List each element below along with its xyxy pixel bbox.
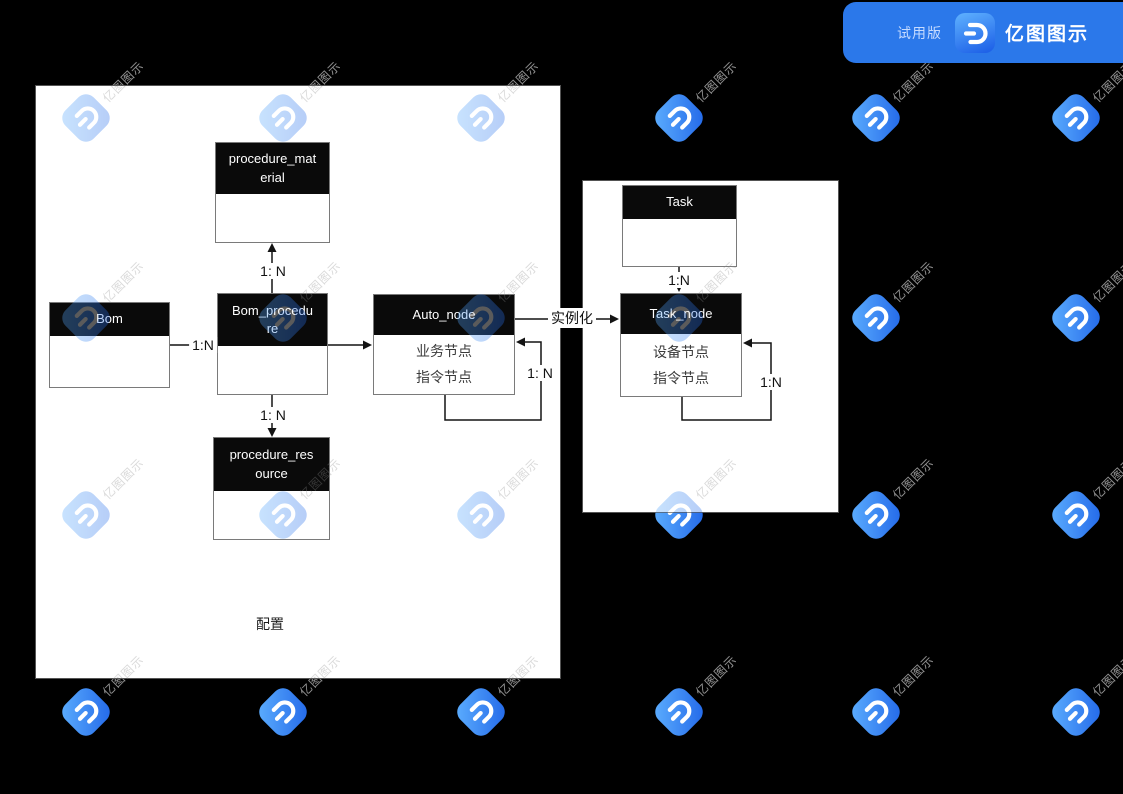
entity-task-node[interactable]: Task_node 设备节点 指令节点 (620, 293, 742, 397)
entity-procedure-resource[interactable]: procedure_resource (213, 437, 330, 540)
trial-badge[interactable]: 试用版 亿图图示 (843, 2, 1123, 63)
label-autonode-selfloop[interactable]: 1: N (524, 365, 556, 381)
entity-auto-node[interactable]: Auto_node 业务节点 指令节点 (373, 294, 515, 395)
label-bomprocedure-procedureresource[interactable]: 1: N (257, 407, 289, 423)
entity-body (218, 346, 327, 393)
entity-title: Task_node (621, 294, 741, 334)
entity-body (623, 219, 736, 265)
group-config-caption: 配置 (256, 616, 284, 632)
entity-bom[interactable]: Bom (49, 302, 170, 388)
edraw-app-icon (955, 12, 995, 53)
entity-body (50, 336, 169, 386)
entity-body (214, 491, 329, 538)
entity-title: Task (623, 186, 736, 219)
entity-title: Bom_procedure (218, 294, 327, 346)
label-task-tasknode[interactable]: 1:N (665, 272, 693, 288)
entity-body: 设备节点 指令节点 (621, 334, 741, 395)
entity-title: procedure_resource (214, 438, 329, 491)
app-name: 亿图图示 (1005, 24, 1090, 45)
entity-body-line: 指令节点 (416, 369, 472, 385)
entity-body-line: 设备节点 (653, 343, 709, 360)
entity-title: procedure_material (216, 143, 329, 194)
entity-body: 业务节点 指令节点 (374, 335, 514, 393)
entity-task[interactable]: Task (622, 185, 737, 267)
trial-label: 试用版 (897, 24, 942, 41)
entity-title: Auto_node (374, 295, 514, 335)
entity-body (216, 194, 329, 241)
label-instantiate[interactable]: 实例化 (548, 308, 596, 328)
entity-bom-procedure[interactable]: Bom_procedure (217, 293, 328, 395)
entity-body-line: 业务节点 (416, 343, 472, 359)
label-tasknode-selfloop[interactable]: 1:N (757, 374, 785, 390)
entity-procedure-material[interactable]: procedure_material (215, 142, 330, 243)
label-bom-bomprocedure[interactable]: 1:N (189, 337, 217, 353)
label-bomprocedure-procedurematerial[interactable]: 1: N (257, 263, 289, 279)
entity-body-line: 指令节点 (653, 369, 709, 386)
entity-title: Bom (50, 303, 169, 336)
